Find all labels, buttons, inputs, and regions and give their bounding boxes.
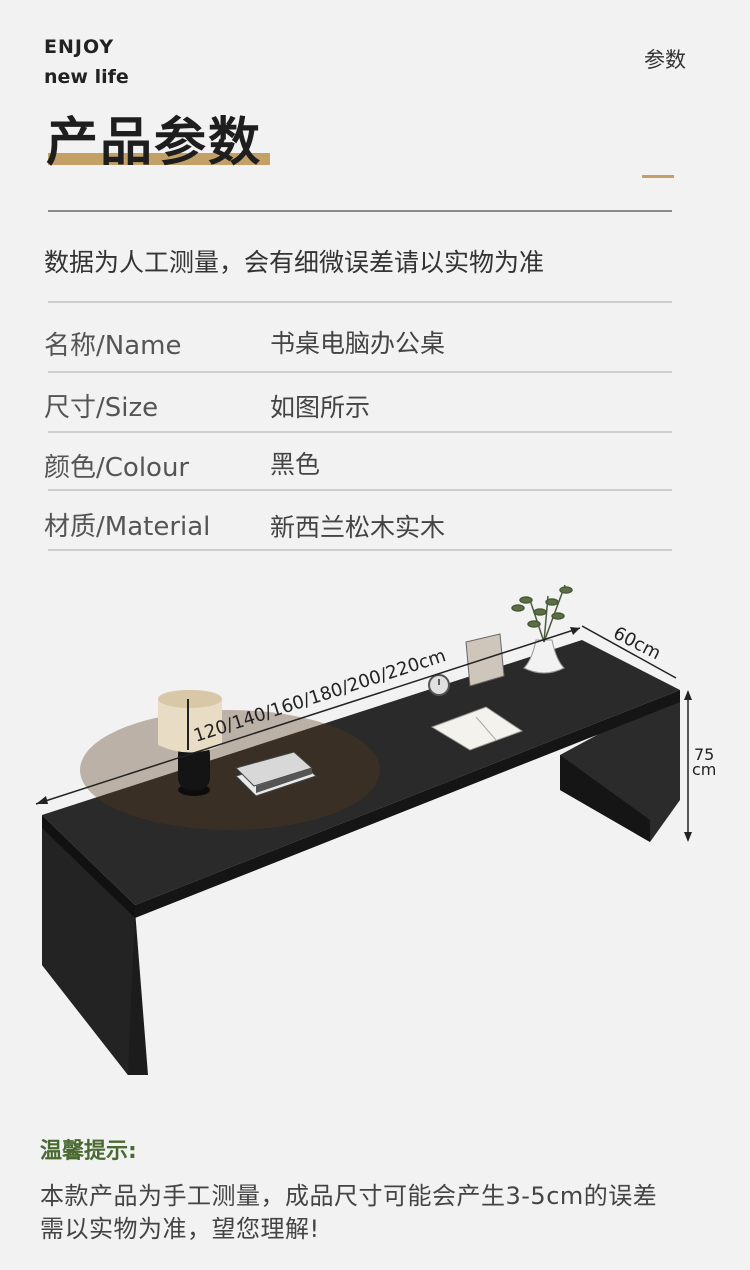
desk-left-edge bbox=[42, 815, 135, 918]
divider bbox=[48, 489, 672, 491]
desk-front-edge bbox=[135, 690, 680, 918]
tips-line-1: 本款产品为手工测量，成品尺寸可能会产生3-5cm的误差 bbox=[40, 1182, 658, 1210]
height-unit: cm bbox=[692, 760, 716, 779]
lamp-glow bbox=[80, 710, 380, 830]
brand-line-1: ENJOY bbox=[44, 36, 115, 58]
desk-calendar bbox=[465, 633, 505, 687]
spec-label-size: 尺寸/Size bbox=[44, 393, 159, 423]
spec-label-material: 材质/Material bbox=[44, 512, 211, 542]
spec-value-size: 如图所示 bbox=[270, 393, 371, 422]
spec-label-name: 名称/Name bbox=[44, 331, 182, 361]
corner-label: 参数 bbox=[644, 48, 686, 72]
lamp-body bbox=[178, 742, 210, 790]
book-spine bbox=[256, 768, 312, 793]
spec-label-colour: 颜色/Colour bbox=[44, 453, 190, 483]
divider bbox=[48, 549, 672, 551]
desk-illustration: 120/140/160/180/200/220cm 60cm 75 cm bbox=[35, 584, 716, 1075]
brand-line-2: new life bbox=[44, 66, 129, 88]
vase bbox=[523, 639, 565, 674]
title-underline bbox=[48, 153, 270, 165]
spec-value-material: 新西兰松木实木 bbox=[270, 513, 446, 542]
desk-right-leg-side bbox=[560, 755, 650, 842]
tips-line-2: 需以实物为准，望您理解! bbox=[40, 1215, 320, 1243]
desk-left-leg-front bbox=[42, 820, 135, 1075]
page-title: 产品参数 bbox=[46, 113, 263, 173]
length-arrow bbox=[35, 627, 581, 805]
measurement-note: 数据为人工测量，会有细微误差请以实物为准 bbox=[44, 248, 545, 277]
spec-value-colour: 黑色 bbox=[270, 450, 321, 479]
divider bbox=[48, 210, 672, 212]
depth-arrow bbox=[581, 625, 677, 679]
lamp-shade-top bbox=[158, 690, 222, 708]
open-book bbox=[430, 706, 524, 751]
spec-value-name: 书桌电脑办公桌 bbox=[270, 329, 446, 358]
depth-label: 60cm bbox=[610, 623, 664, 665]
height-number: 75 bbox=[694, 745, 714, 764]
tips-title: 温馨提示: bbox=[40, 1139, 137, 1164]
divider bbox=[48, 301, 672, 303]
divider bbox=[48, 431, 672, 433]
plant bbox=[511, 584, 573, 643]
gold-accent-dash bbox=[642, 175, 674, 178]
divider bbox=[48, 371, 672, 373]
desk-top bbox=[42, 640, 680, 905]
